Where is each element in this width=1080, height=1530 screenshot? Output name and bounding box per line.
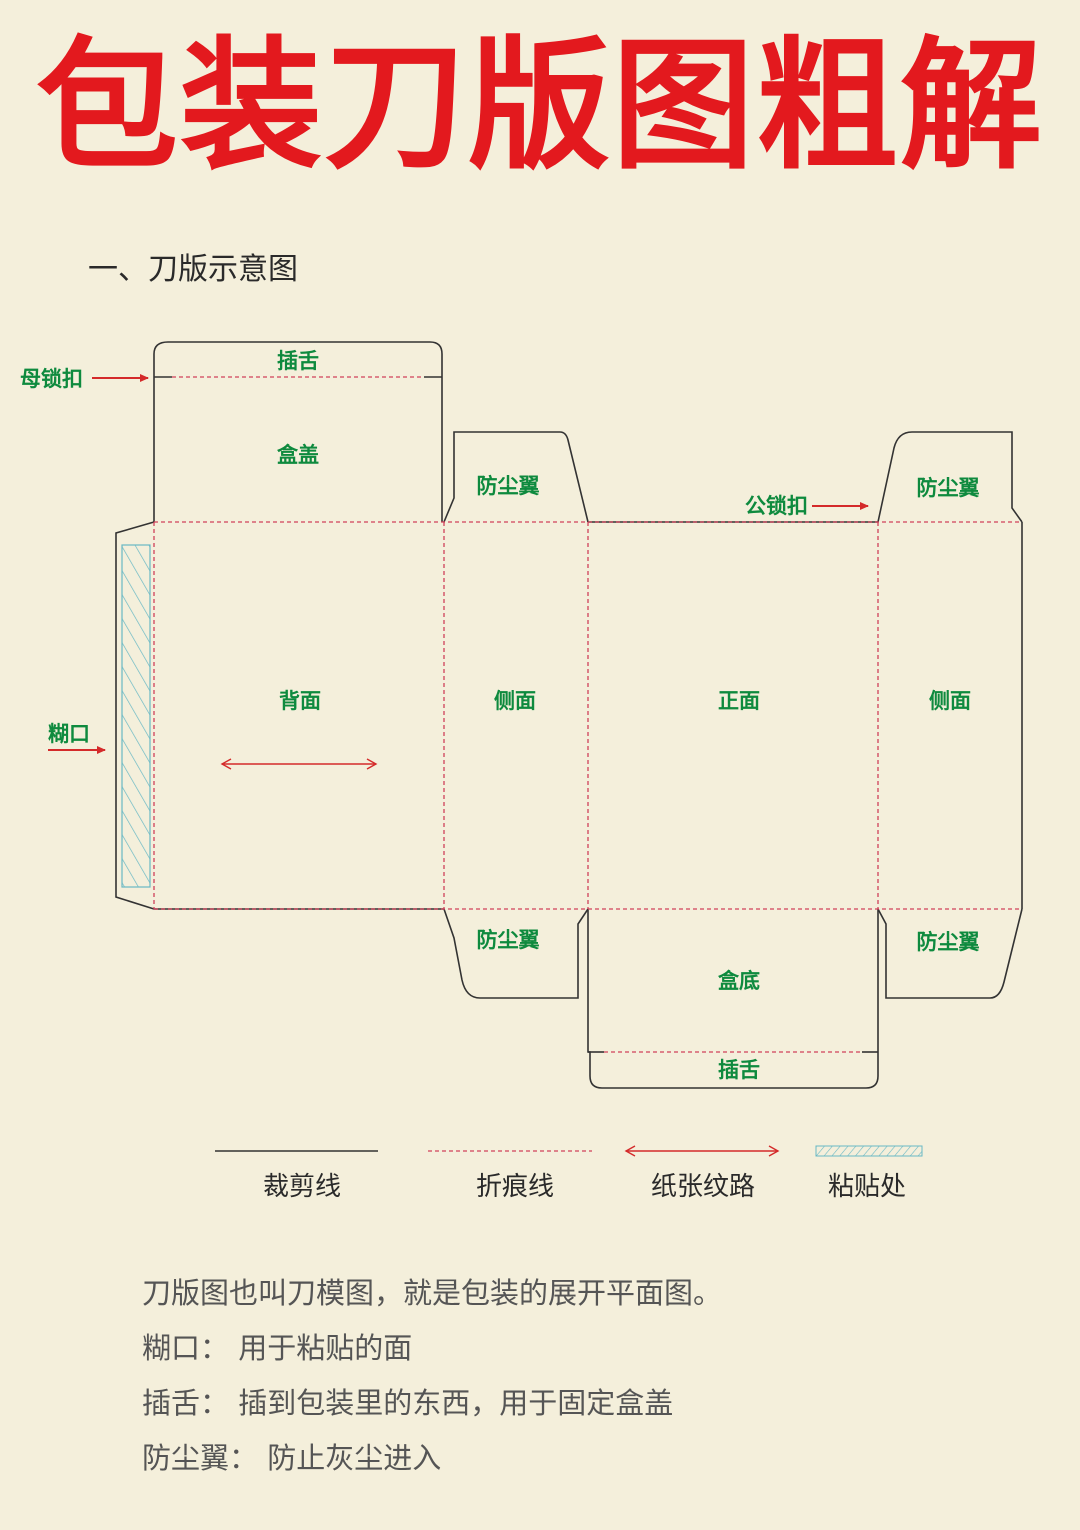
side-left-label: 侧面 bbox=[494, 689, 536, 713]
page-title: 包装刀版图粗解 bbox=[36, 24, 1044, 189]
legend-grain-label: 纸张纹路 bbox=[651, 1172, 756, 1202]
dust-flap-top-right-label: 防尘翼 bbox=[917, 476, 980, 500]
lid-label: 盒盖 bbox=[277, 443, 319, 467]
male-lock-label: 公锁扣 bbox=[745, 494, 808, 518]
legend-glue-label: 粘贴处 bbox=[828, 1172, 907, 1202]
back-panel-label: 背面 bbox=[279, 689, 321, 713]
legend-swatches bbox=[215, 1145, 923, 1157]
glue-flap-label: 糊口 bbox=[48, 722, 90, 746]
dust-flap-bottom-right-label: 防尘翼 bbox=[917, 930, 980, 954]
note-line-4: 防尘翼： 防止灰尘进入 bbox=[142, 1441, 442, 1475]
glue-hatch-area bbox=[121, 544, 151, 888]
note-line-1: 刀版图也叫刀模图，就是包装的展开平面图。 bbox=[142, 1276, 723, 1310]
note-line-3: 插舌： 插到包装里的东西，用于固定盒盖 bbox=[142, 1386, 674, 1420]
female-lock-label: 母锁扣 bbox=[20, 367, 83, 391]
cut-lines bbox=[115, 341, 1023, 1089]
crease-lines bbox=[153, 376, 1022, 1053]
legend-glue-swatch bbox=[815, 1145, 923, 1157]
top-tuck-tab-outline bbox=[153, 341, 443, 522]
bottom-tab-label: 插舌 bbox=[718, 1058, 760, 1082]
glue-flap-outline bbox=[115, 521, 155, 910]
note-line-2: 糊口： 用于粘贴的面 bbox=[142, 1331, 413, 1365]
dust-flap-top-left-outline bbox=[443, 431, 589, 523]
dust-flap-bottom-left-outline bbox=[443, 908, 589, 999]
legend-cut-line-label: 裁剪线 bbox=[263, 1172, 342, 1202]
bottom-panel-label: 盒底 bbox=[718, 969, 760, 993]
dust-flap-top-left-label: 防尘翼 bbox=[477, 474, 540, 498]
die-cut-diagram: 插舌 盒盖 母锁扣 防尘翼 公锁扣 防尘翼 糊口 背面 侧面 正面 侧面 防尘翼… bbox=[20, 341, 1023, 1157]
dust-flap-bottom-left-label: 防尘翼 bbox=[477, 928, 540, 952]
bottom-tuck-tab-outline bbox=[587, 909, 879, 1089]
top-tab-label: 插舌 bbox=[277, 349, 319, 373]
dust-flap-top-right-outline bbox=[877, 431, 1023, 523]
dust-flap-bottom-right-outline bbox=[877, 908, 1023, 999]
legend-crease-line-label: 折痕线 bbox=[476, 1172, 555, 1202]
section-heading: 一、刀版示意图 bbox=[88, 252, 298, 287]
front-panel-label: 正面 bbox=[718, 689, 760, 713]
side-right-label: 侧面 bbox=[929, 689, 971, 713]
